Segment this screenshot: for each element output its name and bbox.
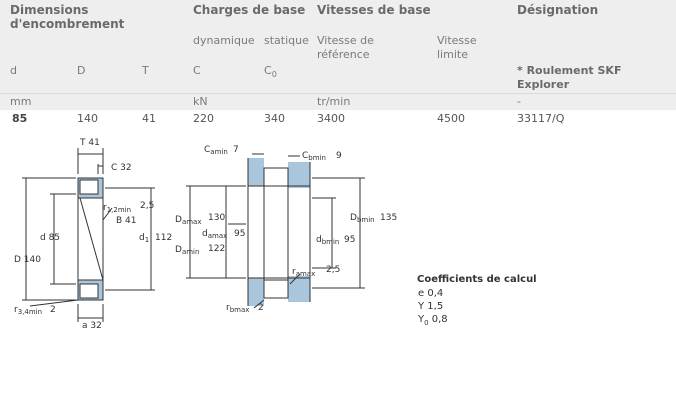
header-vitesse-lim-line1: Vitesse — [437, 34, 477, 47]
value-C0: 340 — [264, 112, 285, 125]
coefficient-y: Y 1,5 — [418, 301, 444, 312]
value-C: 220 — [193, 112, 214, 125]
bearing-dimensions-drawing: T 41 C 32 r1,2min 2,5 B 41 d 85 d1 112 D… — [14, 138, 172, 331]
header-designation: Désignation — [517, 3, 599, 17]
dim-d1-value: 112 — [155, 233, 172, 243]
dim-C: C 32 — [111, 163, 132, 173]
dim-dbmin-outer-value: 135 — [380, 213, 397, 223]
dim-rbmax-label: rbmax — [226, 303, 249, 314]
col-C0: C0 — [264, 64, 277, 80]
col-skf-line2: Explorer — [517, 78, 570, 91]
dim-ramax-value: 2,5 — [326, 265, 340, 275]
dim-a: a 32 — [82, 321, 102, 331]
col-D: D — [77, 64, 86, 77]
header-dynamique: dynamique — [193, 34, 255, 47]
dim-dbmin-outer-label: Dbmin — [350, 213, 375, 224]
value-designation: 33117/Q — [517, 112, 565, 125]
value-vlim: 4500 — [437, 112, 465, 125]
dim-dbmin-inner-value: 95 — [344, 235, 355, 245]
dim-r34-value: 2 — [50, 305, 56, 315]
dim-D: D 140 — [14, 255, 41, 265]
dim-dbmin-inner-label: dbmin — [316, 235, 339, 246]
unit-speed: tr/min — [317, 95, 351, 108]
header-dimensions-line1: Dimensions — [10, 3, 89, 17]
dim-camin-label: Camin — [204, 145, 228, 156]
value-D: 140 — [77, 112, 98, 125]
table-header — [0, 0, 676, 110]
dim-camin-value: 7 — [233, 145, 239, 155]
abutment-dimensions-drawing: Camin 7 Cbmin 9 Damax 130 damax 95 Damin… — [175, 145, 397, 314]
dim-cbmin-label: Cbmin — [302, 151, 326, 162]
value-d: 85 — [12, 112, 28, 125]
dim-r12-value: 2,5 — [140, 201, 154, 211]
dim-damin-value: 122 — [208, 244, 225, 254]
dim-damax-outer-value: 130 — [208, 213, 225, 223]
dim-damin-label: Damin — [175, 245, 199, 256]
value-T: 41 — [142, 112, 156, 125]
col-d: d — [10, 64, 17, 77]
header-dimensions-line2: d'encombrement — [10, 17, 125, 31]
values-row — [0, 110, 676, 128]
dim-damax-inner-label: damax — [202, 229, 227, 240]
dim-r34-label: r3,4min — [14, 305, 42, 316]
header-vitesses: Vitesses de base — [317, 3, 431, 17]
unit-mm: mm — [10, 95, 32, 108]
unit-dash: - — [517, 95, 521, 108]
dim-cbmin-value: 9 — [336, 151, 342, 161]
dim-d: d 85 — [40, 233, 60, 243]
dim-r12-label: r1,2min — [103, 203, 131, 214]
dim-rbmax-value: 2 — [258, 303, 264, 313]
dim-T: T 41 — [79, 138, 100, 148]
col-T: T — [142, 64, 149, 77]
coefficients-title: Coefficients de calcul — [417, 274, 537, 285]
header-charges: Charges de base — [193, 3, 306, 17]
value-vref: 3400 — [317, 112, 345, 125]
dim-damax-inner-value: 95 — [234, 229, 245, 239]
coefficient-e: e 0,4 — [418, 288, 444, 299]
dim-ramax-label: ramax — [292, 267, 315, 278]
col-skf-line1: * Roulement SKF — [517, 64, 622, 77]
header-vitesse-ref-line1: Vitesse de — [317, 34, 374, 47]
coefficient-y0: Y0 0,8 — [418, 314, 448, 327]
header-statique: statique — [264, 34, 309, 47]
unit-kn: kN — [193, 95, 208, 108]
col-C: C — [193, 64, 201, 77]
dim-d1-label: d1 — [139, 233, 149, 244]
header-vitesse-lim-line2: limite — [437, 48, 468, 61]
header-vitesse-ref-line2: référence — [317, 48, 370, 61]
dim-damax-outer-label: Damax — [175, 215, 201, 226]
units-row — [0, 93, 676, 111]
dim-B: B 41 — [116, 216, 137, 226]
